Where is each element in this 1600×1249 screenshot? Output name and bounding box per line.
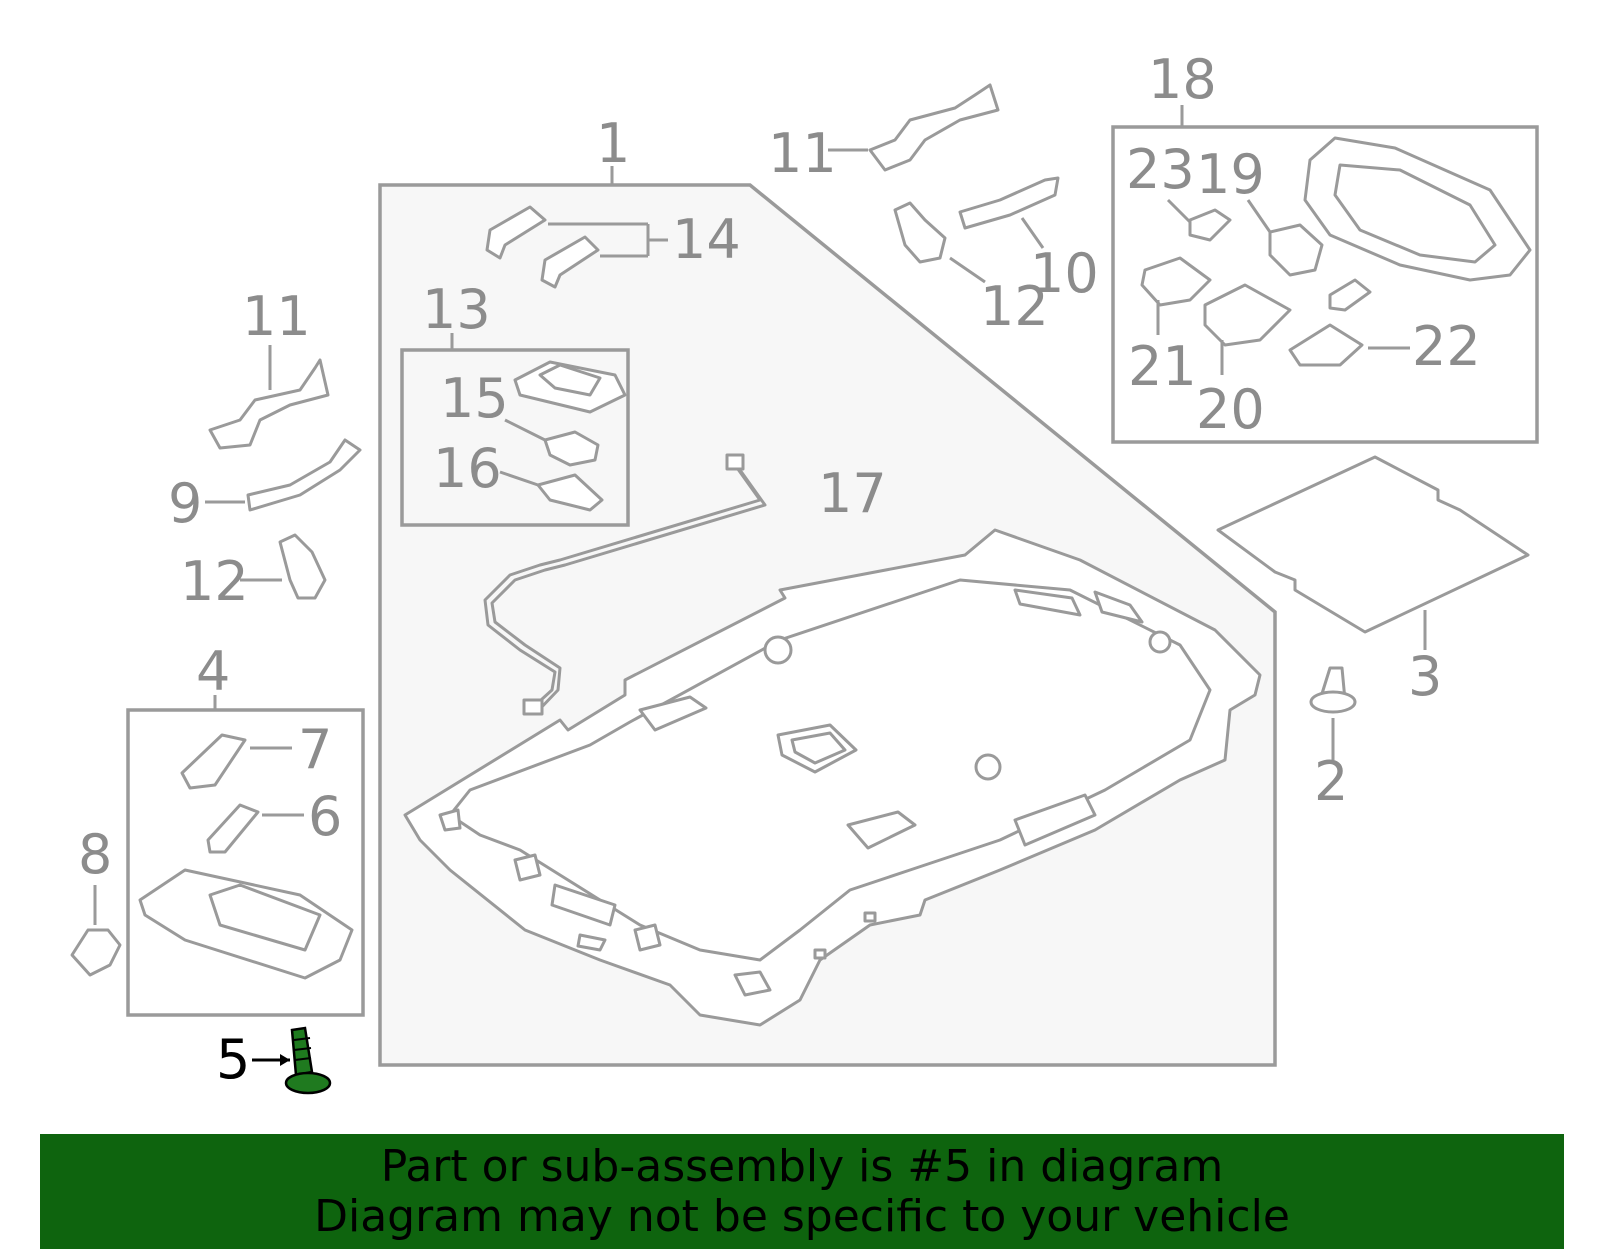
overhead-console-part — [1140, 136, 1532, 367]
wire-harness-part — [483, 453, 767, 716]
retainer-clip-part — [1309, 666, 1357, 714]
callout-12-lower: 12 — [180, 550, 249, 613]
callout-8: 8 — [78, 823, 112, 886]
callout-11-left: 11 — [242, 285, 311, 348]
callout-19: 19 — [1196, 143, 1265, 206]
callout-12-upper: 12 — [980, 275, 1049, 338]
callout-6: 6 — [308, 785, 342, 848]
callout-5: 5 — [216, 1028, 250, 1091]
callout-14: 14 — [672, 208, 741, 271]
sun-visor-box — [126, 708, 365, 1017]
banner-line-1: Part or sub-assembly is #5 in diagram — [380, 1140, 1224, 1192]
bolt-part-12-upper — [893, 201, 947, 264]
callout-13: 13 — [422, 278, 491, 341]
grab-handle-part-10 — [958, 176, 1060, 230]
callout-4: 4 — [196, 640, 230, 703]
console-assembly-box — [1111, 125, 1539, 444]
notice-banner: Part or sub-assembly is #5 in diagram Di… — [40, 1134, 1564, 1249]
screw-part-5-highlighted — [284, 1026, 332, 1095]
map-lamp-part — [513, 360, 627, 512]
sunshade-panel-part — [1216, 455, 1530, 634]
callout-7: 7 — [298, 718, 332, 781]
callout-18: 18 — [1148, 48, 1217, 111]
callout-23: 23 — [1126, 138, 1195, 201]
callout-17: 17 — [818, 462, 887, 525]
grab-handle-part-9 — [246, 438, 362, 512]
clip-part-14 — [485, 205, 600, 289]
bracket-part-11-left — [208, 358, 330, 450]
bracket-part-11-upper — [868, 83, 1000, 172]
callout-2: 2 — [1314, 750, 1348, 813]
callout-11-upper: 11 — [768, 122, 837, 185]
callout-3: 3 — [1408, 645, 1442, 708]
callout-9: 9 — [168, 472, 202, 535]
callout-10: 10 — [1030, 242, 1099, 305]
headliner-part — [403, 528, 1262, 1027]
banner-line-2: Diagram may not be specific to your vehi… — [314, 1190, 1290, 1242]
callout-22: 22 — [1412, 315, 1481, 378]
lamp-assembly-box — [400, 348, 630, 527]
callout-20: 20 — [1196, 378, 1265, 441]
callout-21: 21 — [1128, 335, 1197, 398]
callout-1: 1 — [596, 112, 630, 175]
visor-clip-part — [70, 928, 122, 977]
sun-visor-part — [138, 733, 354, 980]
callout-15: 15 — [440, 367, 509, 430]
callout-16: 16 — [433, 437, 502, 500]
bolt-part-12-lower — [278, 533, 327, 600]
